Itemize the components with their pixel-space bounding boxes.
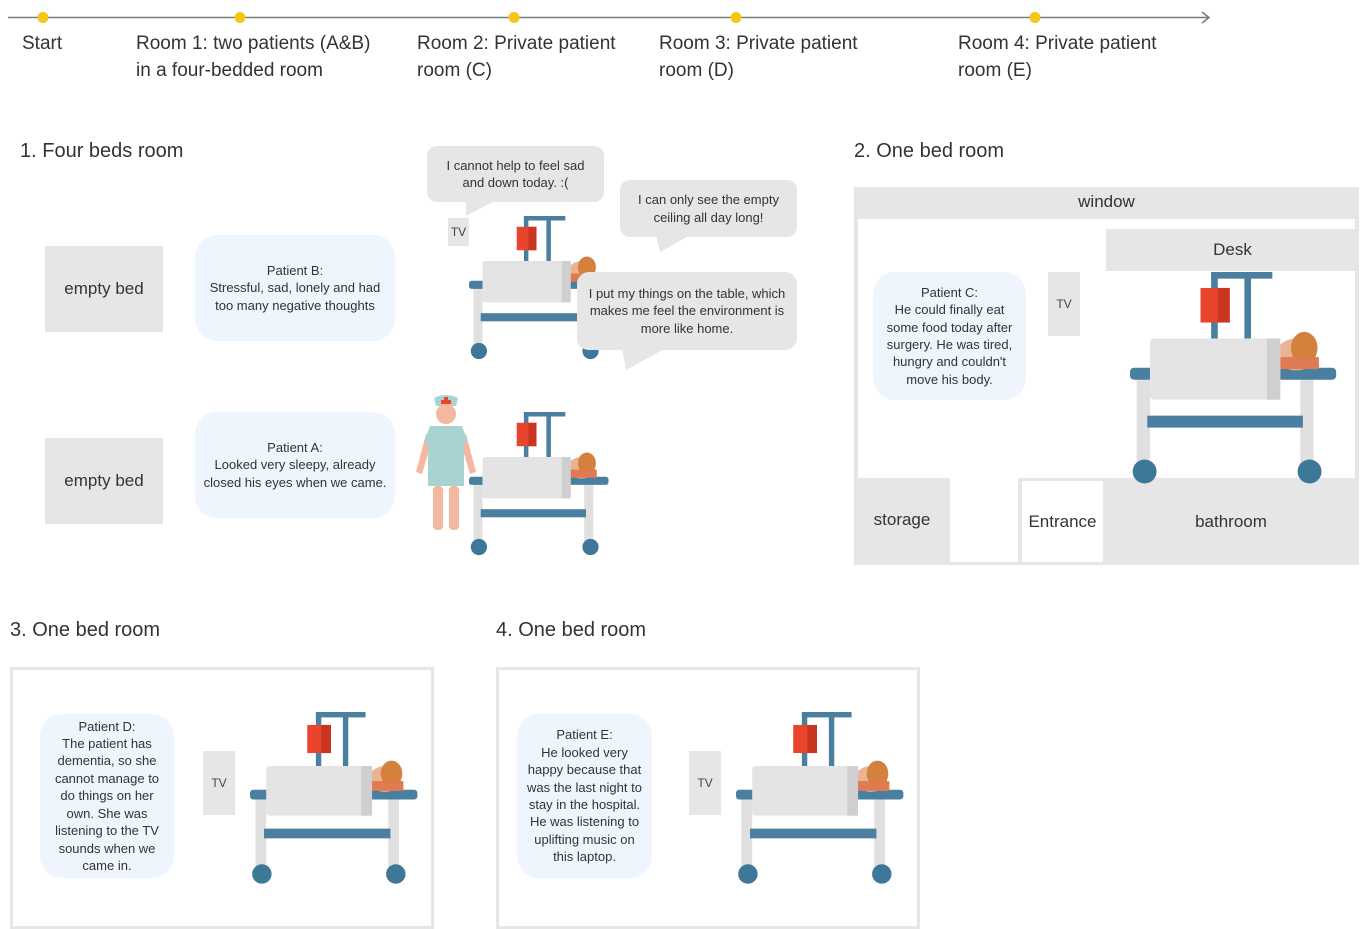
patient-d-text: The patient has dementia, so she cannot … <box>54 736 160 873</box>
timeline-label-start: Start <box>22 33 63 54</box>
room2-window: window <box>854 187 1359 217</box>
timeline-label-room2: Room 2: Private patient room (C) <box>417 33 616 81</box>
patient-c-text: He could finally eat some food today aft… <box>886 302 1013 387</box>
room2-bathroom: bathroom <box>1103 478 1359 565</box>
nurse-icon <box>416 395 476 530</box>
patient-d-note: Patient D: The patient has dementia, so … <box>40 714 174 878</box>
arrow-right-icon <box>1201 11 1211 24</box>
room2-tv: TV <box>1048 272 1080 336</box>
hospital-bed-icon <box>1130 272 1337 484</box>
room2-corridor <box>950 478 1018 562</box>
room2-entrance: Entrance <box>1022 481 1103 562</box>
room1-tv: TV <box>448 218 469 246</box>
patient-b-note: Patient B: Stressful, sad, lonely and ha… <box>195 235 395 341</box>
patient-a-name: Patient A: <box>267 439 323 455</box>
room4-title: 4. One bed room <box>496 619 647 641</box>
speech-bubble-3: I put my things on the table, which make… <box>588 285 786 336</box>
timeline <box>8 11 1211 24</box>
speech-bubble-1: I cannot help to feel sad and down today… <box>446 157 585 190</box>
speech-bubble-2: I can only see the empty ceiling all day… <box>638 192 779 225</box>
patient-a-text: Looked very sleepy, already closed his e… <box>203 457 387 490</box>
timeline-label-room3: Room 3: Private patient room (D) <box>659 33 858 81</box>
room3-title: 3. One bed room <box>10 619 161 641</box>
patient-b-name: Patient B: <box>266 262 324 278</box>
hospital-bed-icon <box>736 712 904 884</box>
patient-c-note: Patient C: He could finally eat some foo… <box>873 272 1026 400</box>
hospital-bed-icon <box>250 712 418 884</box>
timeline-dot-start <box>37 12 49 23</box>
room4-tv: TV <box>689 751 721 815</box>
timeline-dot-room3 <box>730 12 742 23</box>
patient-e-name: Patient E: <box>556 727 613 743</box>
room2-title: 2. One bed room <box>854 140 1005 162</box>
timeline-label-room1: Room 1: two patients (A&B) in a four-bed… <box>136 33 371 81</box>
patient-e-note: Patient E: He looked very happy because … <box>517 714 652 878</box>
timeline-label-room4: Room 4: Private patient room (E) <box>958 33 1157 81</box>
timeline-dot-room1 <box>234 12 246 23</box>
room2-storage: storage <box>854 478 950 562</box>
patient-c-name: Patient C: <box>920 284 979 300</box>
timeline-dot-room4 <box>1029 12 1041 23</box>
room2-desk: Desk <box>1106 229 1359 271</box>
empty-bed-top: empty bed <box>45 246 163 332</box>
empty-bed-bottom: empty bed <box>45 438 163 524</box>
patient-a-note: Patient A: Looked very sleepy, already c… <box>195 412 395 518</box>
timeline-dot-room2 <box>508 12 520 23</box>
room3-tv: TV <box>203 751 235 815</box>
room1-title: 1. Four beds room <box>20 140 184 162</box>
patient-e-text: He looked very happy because that was th… <box>527 744 642 865</box>
patient-b-text: Stressful, sad, lonely and had too many … <box>209 280 381 313</box>
patient-d-name: Patient D: <box>78 718 136 734</box>
